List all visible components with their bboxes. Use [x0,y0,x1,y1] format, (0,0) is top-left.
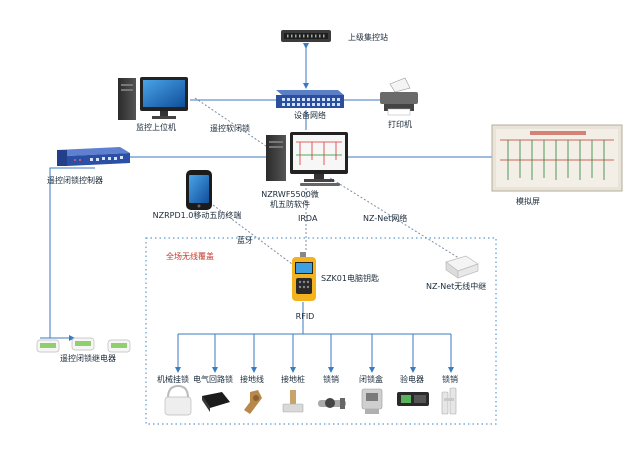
printer-label: 打印机 [388,120,412,129]
simulation-screen-icon [491,124,623,192]
wireless-links [194,97,463,271]
bluetooth-link-label: 蓝牙 [237,236,253,245]
lock-label: 接地线 [240,375,264,384]
relay-icon [71,337,95,351]
relay-icons [36,337,131,353]
rack-server-icon [281,30,331,42]
mobile-terminal-label: NZRPD1.0移动五防终端 [152,211,242,220]
computer-key-label: SZK01电脑钥匙 [321,274,379,283]
electroscope-icon [397,392,429,406]
coverage-area-border [145,237,497,425]
mobile-terminal-icon [186,170,212,210]
lock-label: 机械挂锁 [157,375,189,384]
ground-post-icon [282,390,304,413]
remote-lock-link-label: 遥控软闭锁 [210,124,250,133]
wireless-repeater-icon [445,255,479,279]
lock-label: 电气回路锁 [193,375,233,384]
relay-icon [107,339,131,353]
lock-label: 闭锁盒 [359,375,383,384]
controller-label: 遥控闭锁控制器 [47,176,103,185]
coverage-area-label: 全场无线覆盖 [166,252,214,261]
wireless-repeater-label: NZ-Net无线中继 [426,282,487,291]
printer-icon [380,77,418,116]
controller-device-icon [57,147,130,166]
irda-link-label: IRDA [298,214,318,223]
five-prevention-software-label: NZRWF5500微 机五防软件 [261,190,319,209]
five-prevention-pc-icon [266,132,348,186]
link-remote-lock [194,97,273,151]
lock-label: 锁销 [323,375,339,384]
device-network-label: 设备网络 [294,111,326,120]
ground-wire-icon [244,390,262,414]
upper-station-label: 上级集控站 [348,33,388,42]
computer-key-icon [292,252,316,301]
network-switch-icon [276,90,344,108]
lock-box-icon [361,388,383,414]
lock-pin-icon [318,398,346,409]
link-controller-relay [49,167,95,341]
monitor-pc-label: 监控上位机 [136,123,176,132]
connection-lines [40,43,492,373]
lock-label: 锁销 [442,375,458,384]
rfid-link-label: RFID [295,312,315,321]
relay-icon [36,339,60,353]
circuit-lock-icon [202,392,230,412]
relay-label: 遥控闭锁继电器 [60,354,116,363]
lock-label: 接地桩 [281,375,305,384]
simulation-screen-label: 模拟屏 [516,197,540,206]
link-nznet [329,177,463,261]
padlock-icon [164,384,192,416]
nznet-link-label: NZ-Net网络 [363,214,408,223]
lock-label: 验电器 [400,375,424,384]
latch-lock-icon [441,387,457,415]
lock-device-icons [164,384,457,416]
monitor-pc-icon [118,77,188,120]
